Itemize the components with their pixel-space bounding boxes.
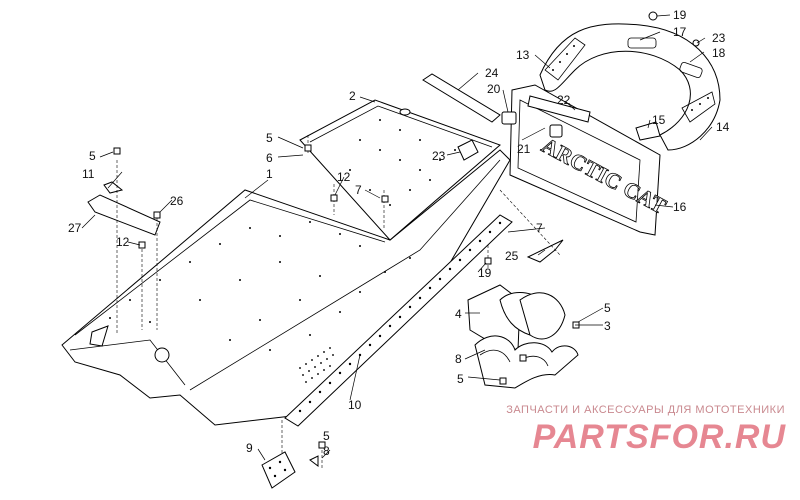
callout-1: 1 bbox=[266, 167, 273, 181]
callout-23a: 23 bbox=[432, 149, 446, 163]
scraper-part-4 bbox=[467, 284, 566, 351]
callout-11: 11 bbox=[82, 167, 95, 181]
callout-17: 17 bbox=[673, 25, 687, 39]
callout-5d: 5 bbox=[266, 131, 273, 145]
watermark-logo: PARTSFOR.RU bbox=[532, 418, 786, 456]
callout-6: 6 bbox=[266, 151, 273, 165]
bracket-part-27 bbox=[87, 181, 161, 236]
callout-15: 15 bbox=[652, 113, 666, 127]
callout-14: 14 bbox=[716, 120, 730, 134]
callout-10: 10 bbox=[348, 398, 362, 412]
callout-24: 24 bbox=[485, 66, 499, 80]
callout-9: 9 bbox=[246, 441, 253, 455]
callout-3: 3 bbox=[604, 319, 611, 333]
callout-2: 2 bbox=[349, 89, 356, 103]
footrest-part-25 bbox=[526, 239, 564, 263]
callout-19b: 19 bbox=[478, 266, 492, 280]
rear-panel-part-2 bbox=[299, 99, 501, 241]
callout-7b: 7 bbox=[536, 221, 543, 235]
callout-13: 13 bbox=[516, 48, 530, 62]
callout-7a: 7 bbox=[355, 183, 362, 197]
callout-5e: 5 bbox=[323, 429, 330, 443]
callout-8b: 8 bbox=[323, 444, 330, 458]
watermark-caption: ЗАПЧАСТИ И АКСЕССУАРЫ ДЛЯ МОТОТЕХНИКИ bbox=[506, 404, 785, 416]
side-rail-part-10 bbox=[284, 214, 513, 427]
scraper-part-3 bbox=[474, 335, 579, 389]
callout-16: 16 bbox=[673, 200, 687, 214]
callout-27: 27 bbox=[68, 221, 82, 235]
callout-20: 20 bbox=[487, 82, 501, 96]
rear-bumper bbox=[539, 11, 721, 151]
snow-flap-part-16: ARCTIC CAT bbox=[501, 84, 671, 236]
callout-21: 21 bbox=[517, 142, 531, 156]
callout-25: 25 bbox=[505, 249, 519, 263]
callout-5c: 5 bbox=[457, 372, 464, 386]
callout-12a: 12 bbox=[116, 235, 130, 249]
callout-22: 22 bbox=[557, 93, 571, 107]
callout-19a: 19 bbox=[673, 8, 687, 22]
callouts: 1 2 3 4 5 5 5 5 5 6 7 7 8 8 9 10 11 12 1… bbox=[68, 8, 730, 458]
rubber-strip-part-24 bbox=[422, 73, 501, 123]
callout-5b: 5 bbox=[604, 301, 611, 315]
callout-23b: 23 bbox=[712, 31, 726, 45]
callout-5a: 5 bbox=[89, 149, 96, 163]
bracket-part-23 bbox=[457, 139, 479, 161]
callout-18: 18 bbox=[712, 46, 726, 60]
plate-part-9 bbox=[261, 451, 319, 489]
callout-4: 4 bbox=[455, 307, 462, 321]
callout-12b: 12 bbox=[337, 170, 351, 184]
callout-26: 26 bbox=[170, 194, 184, 208]
leader-lines bbox=[81, 14, 713, 461]
callout-8a: 8 bbox=[455, 352, 462, 366]
